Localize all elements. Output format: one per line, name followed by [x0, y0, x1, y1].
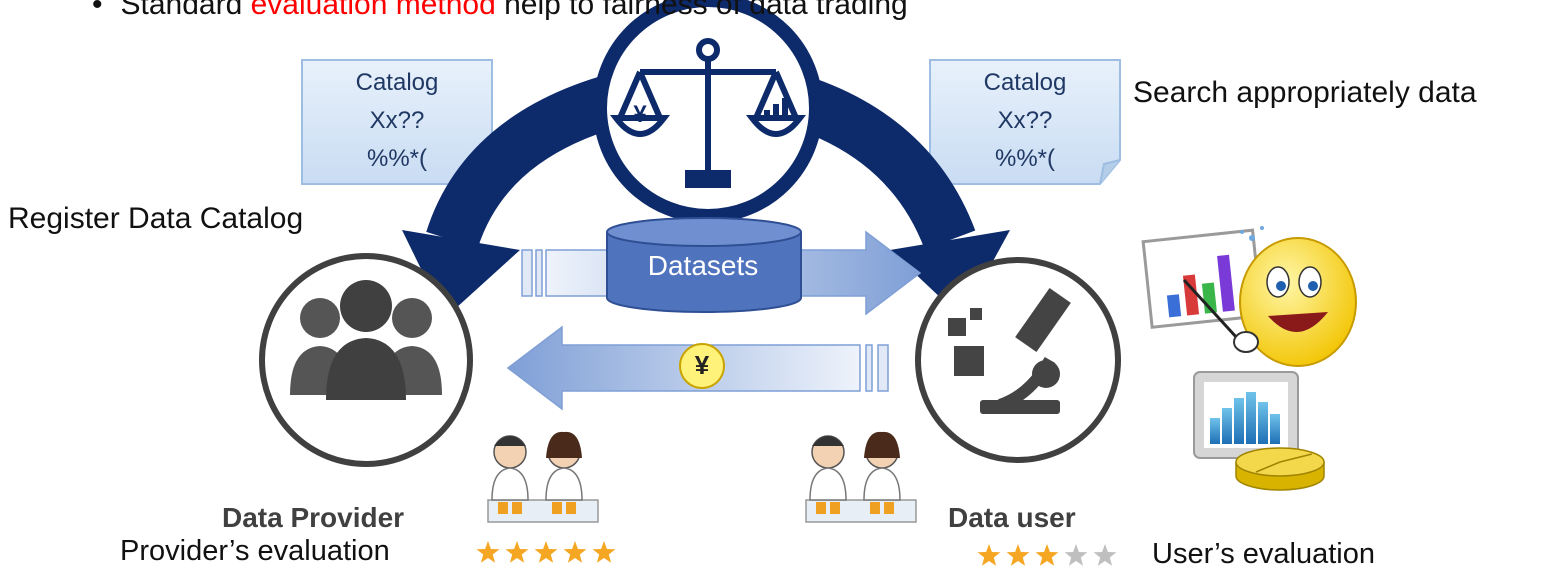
yen-coin-icon [679, 343, 725, 389]
provider-star-icon-4 [563, 541, 587, 563]
catalog-right: Catalog Xx?? %%*( [930, 60, 1120, 184]
smiley-presenter-icon [1141, 226, 1357, 367]
catalog-right-line2: Xx?? [997, 107, 1053, 134]
bullet-highlight: evaluation method [250, 0, 496, 21]
bar-pan-icon [764, 98, 788, 120]
bullet-text-after: help to fairness of data trading [495, 0, 908, 21]
catalog-left-line2: Xx?? [369, 107, 425, 134]
catalog-left: Catalog Xx?? %%*( [302, 60, 492, 184]
provider-star-icon-3 [534, 541, 558, 563]
datasets-cylinder-icon [606, 217, 802, 313]
user-star-icon-1 [977, 544, 1001, 566]
user-star-icon-3 [1035, 544, 1059, 566]
scientists-drinking-icon-user [805, 431, 917, 523]
user-evaluation-label: User’s evaluation [1152, 538, 1375, 570]
user-circle [915, 257, 1121, 463]
bullet-statement: • Standard evaluation method help to fair… [92, 0, 908, 22]
catalog-right-line1: Catalog [983, 69, 1067, 96]
user-rating [977, 544, 1117, 566]
yen-pan-icon: ¥ [633, 101, 647, 128]
bullet-marker: • [92, 0, 103, 21]
catalog-right-line3: %%*( [994, 145, 1055, 172]
microscope-icon [948, 287, 1071, 414]
svg-text:¥: ¥ [633, 101, 647, 128]
data-user-label: Data user [948, 502, 1076, 533]
catalog-left-line3: %%*( [366, 145, 427, 172]
people-group-icon [290, 280, 442, 400]
provider-evaluation-label: Provider’s evaluation [120, 535, 390, 567]
data-provider-label: Data Provider [222, 502, 405, 533]
chart-report-icon [1193, 371, 1325, 491]
register-label: Register Data Catalog [8, 202, 304, 235]
user-star-icon-4 [1064, 544, 1088, 566]
scientists-drinking-icon-provider [487, 431, 599, 523]
provider-rating [476, 541, 616, 563]
catalog-left-line1: Catalog [355, 69, 439, 96]
balance-scale-icon [609, 38, 807, 188]
search-label: Search appropriately data [1133, 76, 1477, 109]
catalog-note-right [929, 59, 1121, 185]
provider-star-icon-5 [592, 541, 616, 563]
user-star-icon-2 [1006, 544, 1030, 566]
datasets-label: Datasets [647, 250, 759, 281]
provider-star-icon-1 [476, 541, 500, 563]
user-star-icon-5 [1093, 544, 1117, 566]
yen-label: ¥ [694, 350, 710, 380]
bullet-text-before: Standard [120, 0, 251, 21]
provider-star-icon-2 [505, 541, 529, 563]
